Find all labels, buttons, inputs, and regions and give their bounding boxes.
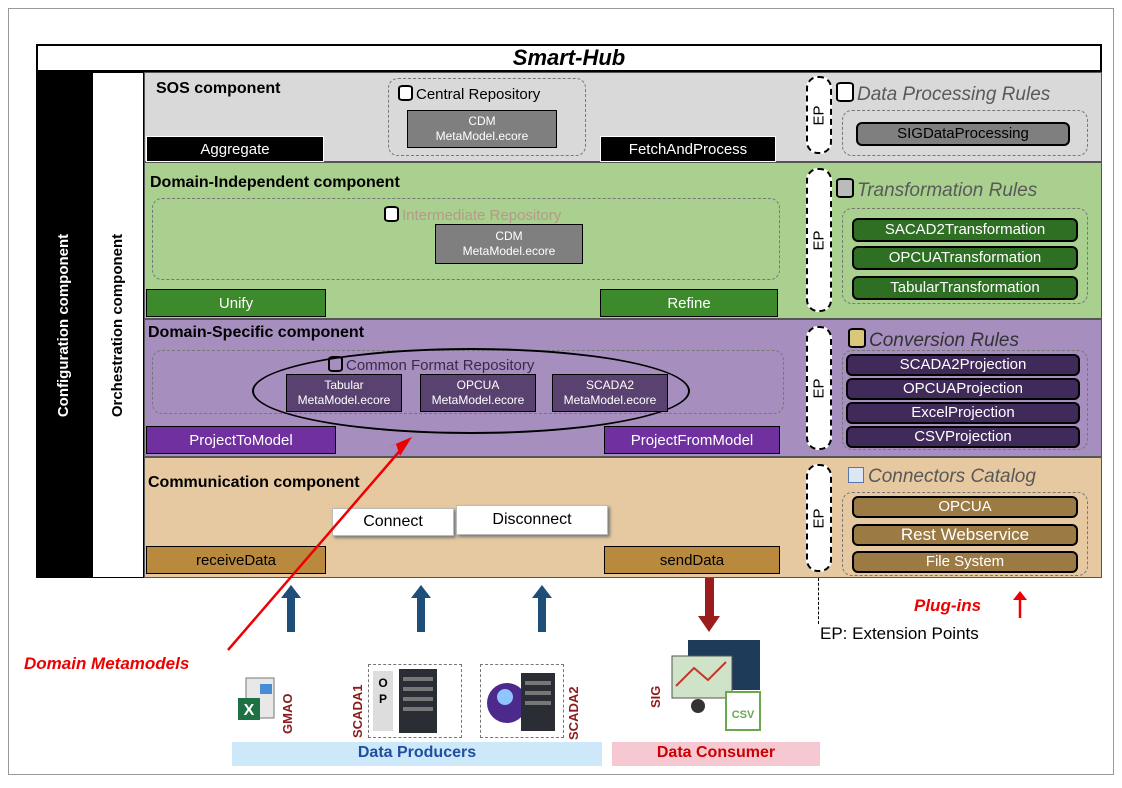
metamodel-name: CDM [468, 114, 496, 128]
connect-button[interactable]: Connect [332, 508, 454, 536]
excel-icon: X [236, 672, 278, 730]
data-producers-band: Data Producers [232, 742, 602, 766]
cylinder-icon [848, 328, 866, 348]
rule-group-title: Conversion Rules [869, 330, 1019, 351]
project-to-model-button[interactable]: ProjectToModel [146, 426, 336, 454]
gmao-label: GMAO [280, 693, 295, 734]
sig-data-processing-rule[interactable]: SIGDataProcessing [856, 122, 1070, 146]
di-cdm-metamodel: CDM MetaModel.ecore [435, 224, 583, 264]
scada2-server-icon [480, 664, 564, 738]
rule-group-title: Connectors Catalog [868, 466, 1036, 487]
domain-specific-title: Domain-Specific component [148, 324, 365, 341]
sig-label: SIG [648, 685, 663, 708]
sos-title: SOS component [156, 80, 281, 97]
file-system-connector[interactable]: File System [852, 551, 1078, 573]
opcua-metamodel: OPCUA MetaModel.ecore [420, 374, 536, 412]
metamodel-file: MetaModel.ecore [297, 393, 391, 407]
metamodel-name: OPCUA [456, 378, 500, 392]
connectors-catalog-title: Connectors Catalog [848, 466, 1036, 488]
metamodel-name: SCADA2 [585, 378, 635, 392]
unify-button[interactable]: Unify [146, 289, 326, 317]
transformation-rules-box [842, 208, 1088, 304]
svg-text:O: O [378, 676, 387, 690]
send-data-button[interactable]: sendData [604, 546, 780, 574]
configuration-label: Configuration component [55, 233, 73, 417]
data-processing-rules-box [842, 110, 1088, 156]
sig-map-icon: CSV [664, 636, 768, 736]
svg-text:P: P [379, 692, 387, 706]
conversion-rules-box [842, 350, 1088, 450]
scada2-metamodel: SCADA2 MetaModel.ecore [552, 374, 668, 412]
extension-point-sos: EP [806, 76, 832, 154]
metamodel-name: CDM [495, 229, 523, 243]
central-repository-box [388, 78, 586, 156]
svg-text:CSV: CSV [732, 709, 755, 721]
cylinder-icon [836, 178, 854, 198]
tabular-metamodel: Tabular MetaModel.ecore [286, 374, 402, 412]
opcua-projection-rule[interactable]: OPCUAProjection [846, 378, 1080, 400]
extension-point-comm: EP [806, 464, 832, 572]
refine-button[interactable]: Refine [600, 289, 778, 317]
database-icon [384, 206, 399, 222]
intermediate-repository-text: Intermediate Repository [402, 207, 562, 224]
intermediate-repository-label: Intermediate Repository [384, 206, 561, 224]
metamodel-file: MetaModel.ecore [462, 244, 556, 258]
communication-title: Communication component [148, 474, 360, 491]
domain-metamodels-label: Domain Metamodels [24, 654, 190, 673]
opcua-transformation-rule[interactable]: OPCUATransformation [852, 246, 1078, 270]
metamodel-file: MetaModel.ecore [431, 393, 525, 407]
central-repository-label: Central Repository [398, 85, 540, 103]
fetch-and-process-button[interactable]: FetchAndProcess [600, 136, 776, 162]
disconnect-button[interactable]: Disconnect [456, 505, 608, 535]
orchestration-component-bar: Orchestration component [92, 72, 144, 578]
cylinder-icon [836, 82, 854, 102]
ep-label: EP [810, 377, 828, 399]
rest-webservice-connector[interactable]: Rest Webservice [852, 524, 1078, 546]
opcua-connector[interactable]: OPCUA [852, 496, 1078, 518]
intermediate-repository-box [152, 198, 780, 280]
excel-projection-rule[interactable]: ExcelProjection [846, 402, 1080, 424]
ep-label: EP [810, 104, 828, 126]
domain-independent-title: Domain-Independent component [150, 174, 400, 191]
database-icon [398, 85, 413, 101]
tabular-transformation-rule[interactable]: TabularTransformation [852, 276, 1078, 300]
scada2-label: SCADA2 [566, 686, 581, 740]
scada2-projection-rule[interactable]: SCADA2Projection [846, 354, 1080, 376]
ep-legend-line [818, 578, 819, 624]
smart-hub-title: Smart-Hub [36, 44, 1102, 72]
domain-metamodels-ellipse [252, 348, 690, 434]
svg-text:X: X [244, 702, 255, 719]
sos-cdm-metamodel: CDM MetaModel.ecore [407, 110, 557, 148]
central-repository-text: Central Repository [416, 86, 541, 103]
sacad2-transformation-rule[interactable]: SACAD2Transformation [852, 218, 1078, 242]
figure-frame [8, 8, 1114, 775]
metamodel-name: Tabular [324, 378, 364, 392]
aggregate-button[interactable]: Aggregate [146, 136, 324, 162]
metamodel-file: MetaModel.ecore [435, 129, 529, 143]
ep-label: EP [810, 507, 828, 529]
catalog-icon [848, 467, 864, 483]
conversion-rules-title: Conversion Rules [848, 328, 1019, 352]
plugins-arrow-icon [1010, 590, 1030, 620]
ep-label: EP [810, 229, 828, 251]
csv-projection-rule[interactable]: CSVProjection [846, 426, 1080, 448]
receive-data-button[interactable]: receiveData [146, 546, 326, 574]
rule-group-title: Transformation Rules [857, 180, 1038, 201]
scada1-label: SCADA1 [350, 684, 365, 738]
ep-legend: EP: Extension Points [820, 624, 979, 643]
project-from-model-button[interactable]: ProjectFromModel [604, 426, 780, 454]
rule-group-title: Data Processing Rules [857, 84, 1051, 105]
extension-point-di: EP [806, 168, 832, 312]
orchestration-label: Orchestration component [109, 233, 127, 417]
extension-point-ds: EP [806, 326, 832, 450]
plugins-label: Plug-ins [914, 596, 982, 615]
configuration-component-bar: Configuration component [36, 72, 92, 578]
transformation-rules-title: Transformation Rules [836, 178, 1037, 202]
data-consumer-band: Data Consumer [612, 742, 820, 766]
connectors-catalog-box [842, 492, 1088, 576]
metamodel-file: MetaModel.ecore [563, 393, 657, 407]
data-processing-rules-title: Data Processing Rules [836, 82, 1050, 106]
